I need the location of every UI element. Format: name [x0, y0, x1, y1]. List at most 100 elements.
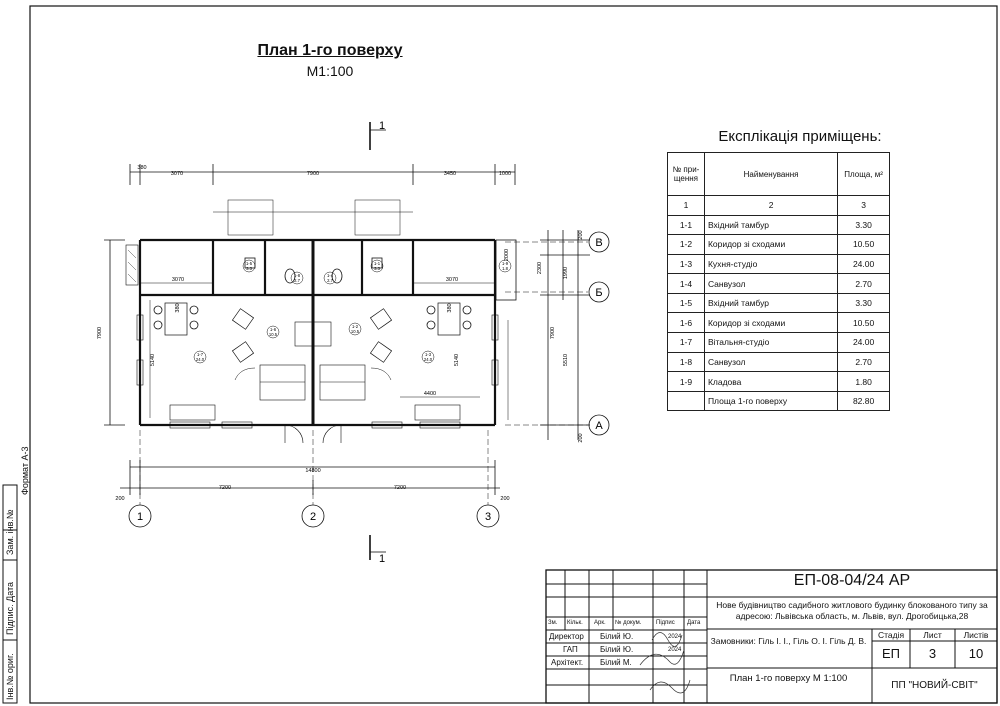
plan-scale: М1:100	[306, 63, 354, 79]
table-row: 1-7 Вітальня-студіо 24.00	[667, 332, 890, 353]
dim-top-0: 380	[137, 165, 146, 171]
dim-right-chain-0: 200	[578, 230, 584, 239]
room-tag-area: 10.5	[351, 329, 360, 334]
dim-bottom-span-0: 7200	[219, 485, 231, 491]
axis-label-a: А	[595, 420, 603, 432]
rev-header: Кільк.	[567, 620, 583, 626]
stage-label: Стадія	[877, 630, 905, 640]
room-tag-id: 1-2	[352, 324, 359, 329]
staff-name: Білий Ю.	[600, 645, 634, 654]
dim-right-room: 5140	[454, 354, 460, 366]
dim-right-chain-1: 2000	[504, 249, 510, 261]
staff-date: 2024	[668, 634, 682, 640]
dim-inner-top-0: 3070	[172, 277, 184, 283]
room-tag-id: 1-5	[246, 261, 253, 266]
room-tag-area: 24.0	[424, 357, 433, 362]
sheet-label: Лист	[923, 630, 942, 640]
project-description: Нове будівництво садибного житлового буд…	[716, 600, 988, 621]
total-area: 82.80	[837, 390, 890, 412]
room-tag-id: 1-1	[374, 261, 381, 266]
staff-role: Архітект.	[551, 658, 584, 667]
total-label: Площа 1-го поверху	[703, 390, 839, 412]
dim-right-chain-4: 5510	[563, 354, 569, 366]
rev-header: № докум.	[615, 620, 642, 626]
rev-header: Зм.	[548, 620, 558, 626]
room-tag-area: 2.7	[294, 278, 300, 283]
table-row: 1-8 Санвузол 2.70	[667, 351, 890, 373]
axis-label-b: Б	[595, 287, 602, 299]
dim-small-0: 380	[175, 303, 181, 312]
dim-top-3: 3450	[444, 171, 456, 177]
dim-right-total: 7900	[550, 327, 556, 339]
room-tag-id: 1-8	[294, 273, 301, 278]
stage-value: ЕП	[881, 646, 900, 661]
room-tag-area: 2.7	[327, 278, 333, 283]
room-tag-id: 1-4	[327, 273, 334, 278]
table-row: 1-9 Кладова 1.80	[667, 371, 890, 392]
dim-bottom-total: 14800	[305, 468, 320, 474]
axis-bubble-a	[588, 414, 610, 436]
axis-label-3: 3	[485, 511, 491, 523]
explication-table: № при-щення Найменування Площа, м² 1 2 3…	[667, 152, 890, 412]
dim-right-chain-5: 200	[578, 433, 584, 442]
section-mark-bottom	[369, 535, 386, 560]
axis-bubble-1	[128, 504, 152, 528]
axis-bubble-v	[588, 231, 610, 253]
section-mark-top-label: 1	[379, 120, 385, 132]
axis-label-1: 1	[137, 511, 143, 523]
dim-top-4: 1000	[499, 171, 511, 177]
client-names: Замовники: Гіль І. І., Гіль О. І. Гіль Д…	[710, 636, 867, 646]
dim-top-1: 3070	[171, 171, 183, 177]
dim-inner-top-1: 3070	[446, 277, 458, 283]
rev-header: Дата	[687, 620, 701, 626]
dim-left-total: 7900	[97, 327, 103, 339]
section-mark-bottom-label: 1	[379, 553, 385, 565]
rev-header: Підпис	[656, 620, 675, 626]
header-area: Площа, м²	[837, 152, 890, 196]
room-tag-id: 1-3	[425, 352, 432, 357]
room-tag-area: 24.0	[196, 357, 205, 362]
axis-label-v: В	[595, 237, 602, 249]
table-row: 1-2 Коридор зі сходами 10.50	[667, 234, 890, 255]
table-row: 1-1 Вхідний тамбур 3.30	[667, 214, 890, 236]
sheet-name: План 1-го поверху М 1:100	[729, 673, 848, 684]
dim-bottom-edge-0: 200	[115, 496, 124, 502]
axis-bubble-b	[588, 281, 610, 303]
total-row: Площа 1-го поверху 82.80	[667, 390, 890, 412]
staff-role: ГАП	[563, 645, 578, 654]
company-name: ПП "НОВИЙ-СВІТ"	[891, 680, 978, 691]
dim-stairs: 4400	[424, 391, 436, 397]
room-tag-id: 1-7	[197, 352, 204, 357]
section-mark-top	[369, 122, 386, 150]
staff-role: Директор	[549, 632, 584, 641]
dim-small-1: 380	[447, 303, 453, 312]
dim-right-chain-2: 1990	[563, 267, 569, 279]
dim-top-2: 7900	[307, 171, 319, 177]
table-row: 1-6 Коридор зі сходами 10.50	[667, 312, 890, 334]
staff-name: Білий М.	[600, 658, 632, 667]
room-tag-area: 3.3	[374, 266, 380, 271]
floor-plan: 1 1 В Б А 1 2 3 380 3070 7900 3450 1000 …	[97, 120, 610, 565]
axis-bubble-2	[301, 504, 325, 528]
dim-left-room: 5140	[150, 354, 156, 366]
table-row: 1-5 Вхідний тамбур 3.30	[667, 292, 890, 314]
sheets-label: Листів	[963, 630, 989, 640]
plan-title: План 1-го поверху	[257, 42, 403, 59]
explication-title: Експлікація приміщень:	[718, 128, 882, 145]
room-tag-area: 1.8	[502, 266, 508, 271]
sheet-value: 3	[928, 646, 937, 661]
rev-header: Арк.	[594, 620, 606, 626]
room-tag-area: 3.3	[246, 266, 252, 271]
room-tag-id: 1-9	[502, 261, 509, 266]
staff-name: Білий Ю.	[600, 632, 634, 641]
dim-bottom-span-1: 7200	[394, 485, 406, 491]
room-tag-id: 1-6	[270, 327, 277, 332]
sheets-value: 10	[968, 646, 984, 661]
table-row: 1-4 Санвузол 2.70	[667, 273, 890, 294]
dim-right-chain-3: 2300	[537, 262, 543, 274]
axis-bubble-3	[476, 504, 500, 528]
staff-date: 2024	[668, 647, 682, 653]
axis-label-2: 2	[310, 511, 316, 523]
